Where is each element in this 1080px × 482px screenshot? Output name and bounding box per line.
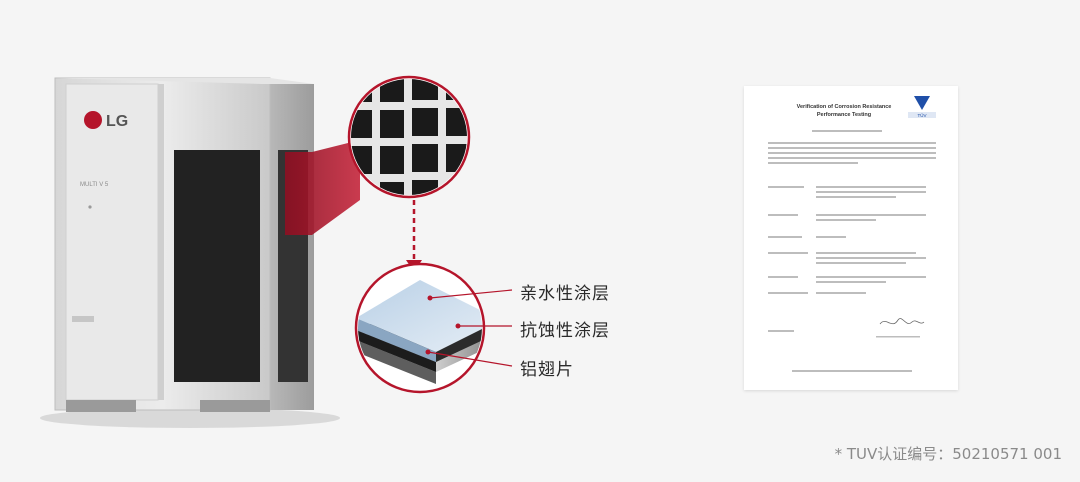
tuv-certificate: Verification of Corrosion Resistance Per… <box>744 86 958 390</box>
coating-zoom-circle <box>354 262 486 394</box>
highlight-band <box>285 140 360 235</box>
certificate-title-line1: Verification of Corrosion Resistance <box>797 104 892 110</box>
brand-logo-text: LG <box>106 113 128 130</box>
front-grille <box>174 150 260 382</box>
model-badge: MULTI V 5 <box>80 182 109 188</box>
grille-zoom-circle <box>347 75 471 199</box>
signature-mark <box>879 318 925 325</box>
certification-footnote: * TUV认证编号：50210571 001 <box>834 445 1062 463</box>
outdoor-unit: LG MULTI V 5 <box>40 77 340 428</box>
tuv-logo-icon <box>908 96 936 118</box>
layer-label-aluminum-fin: 铝翅片 <box>520 360 574 380</box>
leader-lines <box>427 289 513 367</box>
layer-label-hydrophilic: 亲水性涂层 <box>520 284 610 304</box>
tuv-logo-text: TÜV <box>918 112 927 118</box>
certificate-content: Verification of Corrosion Resistance Per… <box>768 96 936 372</box>
layer-label-anticorrosion: 抗蚀性涂层 <box>520 321 610 341</box>
lg-logo-icon <box>84 111 102 129</box>
certificate-title-line2: Performance Testing <box>817 112 871 118</box>
